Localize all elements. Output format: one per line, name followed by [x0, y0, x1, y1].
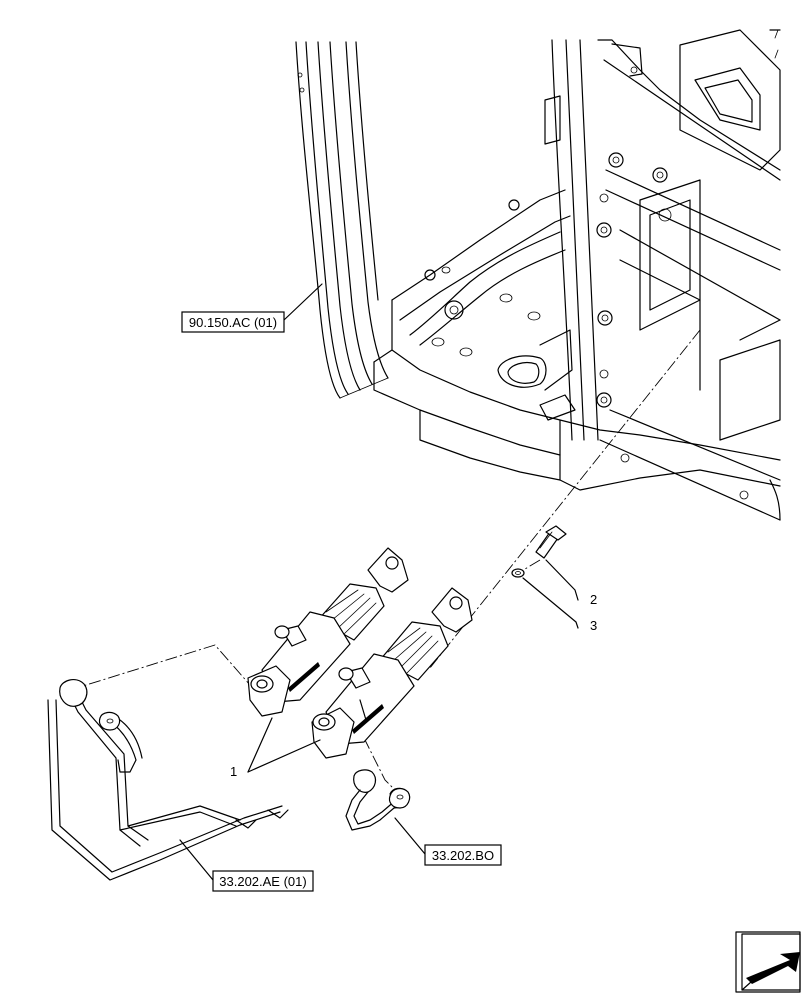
arrow-navigation-icon[interactable]	[735, 931, 801, 993]
clutch-slave-cylinder-lower	[311, 587, 473, 759]
bolt: 2	[535, 525, 597, 607]
frame-bolt	[596, 152, 668, 408]
reference-cab-label: 90.150.AC (01)	[189, 315, 277, 330]
cab-pillar	[295, 41, 389, 399]
reference-pipe-left-label: 33.202.AE (01)	[219, 874, 306, 889]
reference-pipe-right[interactable]: 33.202.BO	[394, 817, 502, 866]
reference-pipe-right-label: 33.202.BO	[432, 848, 494, 863]
callout-cylinder-label: 1	[230, 764, 237, 779]
reference-pipe-left[interactable]: 33.202.AE (01)	[179, 839, 314, 892]
callout-bolt-label: 2	[590, 592, 597, 607]
hydraulic-pipe-right	[345, 769, 411, 831]
cab-structure	[295, 29, 781, 521]
hydraulic-pipe-left	[47, 679, 289, 881]
cab-floor	[373, 189, 781, 521]
clutch-slave-cylinder-upper	[247, 547, 409, 717]
callout-washer-label: 3	[590, 618, 597, 633]
washer: 3	[511, 568, 597, 633]
reference-cab[interactable]: 90.150.AC (01)	[181, 283, 323, 333]
cab-frame-upright	[544, 29, 781, 521]
callout-cylinder: 1	[230, 717, 321, 779]
